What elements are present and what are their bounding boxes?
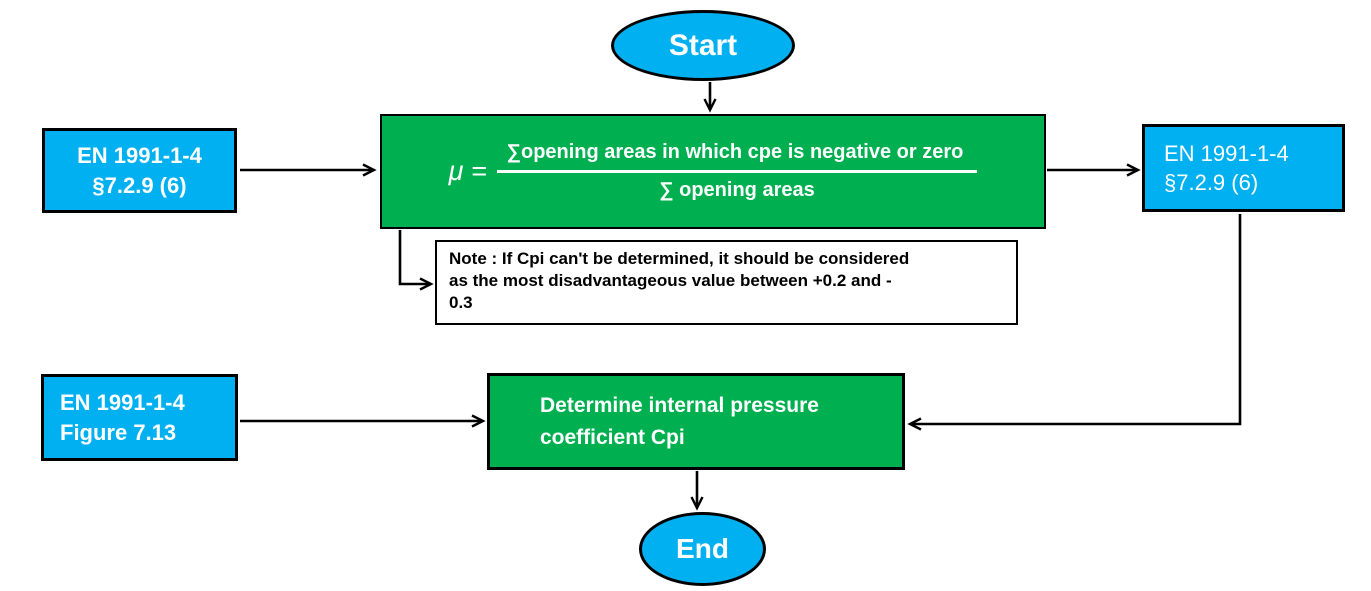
reference-line: Figure 7.13 [60,419,177,445]
formula-denominator: ∑ opening areas [659,179,815,201]
note-box: Note : If Cpi can't be determined, it sh… [435,240,1018,325]
reference-line: EN 1991-1-4 [60,390,185,416]
mu-equals-symbol: μ = [448,156,487,186]
reference-line: EN 1991-1-4 [1164,140,1289,166]
note-line: as the most disadvantageous value betwee… [449,270,892,290]
formula-fraction: ∑opening areas in which cpe is negative … [496,141,978,202]
start-label: Start [668,28,738,62]
reference-line: §7.2.9 (6) [1164,170,1259,195]
reference-box-top-left: EN 1991-1-4 §7.2.9 (6) [42,128,237,213]
reference-box-top-right: EN 1991-1-4 §7.2.9 (6) [1142,124,1345,212]
formula-numerator: ∑opening areas in which cpe is negative … [496,141,978,173]
end-label: End [676,533,729,564]
reference-box-bottom-left: EN 1991-1-4 Figure 7.13 [41,374,238,461]
determine-process-box: Determine internal pressure coefficient … [487,373,905,470]
reference-line: §7.2.9 (6) [92,172,187,198]
determine-label: Determine internal pressure coefficient … [540,394,819,449]
arrow-formula-to-note [398,230,434,291]
formula-process-box: μ = ∑opening areas in which cpe is negat… [380,114,1046,229]
note-line: Note : If Cpi can't be determined, it sh… [449,249,910,268]
end-terminator: End [639,512,766,586]
reference-line: EN 1991-1-4 [77,143,202,169]
start-terminator: Start [611,10,795,81]
note-line: 0.3 [449,292,473,312]
